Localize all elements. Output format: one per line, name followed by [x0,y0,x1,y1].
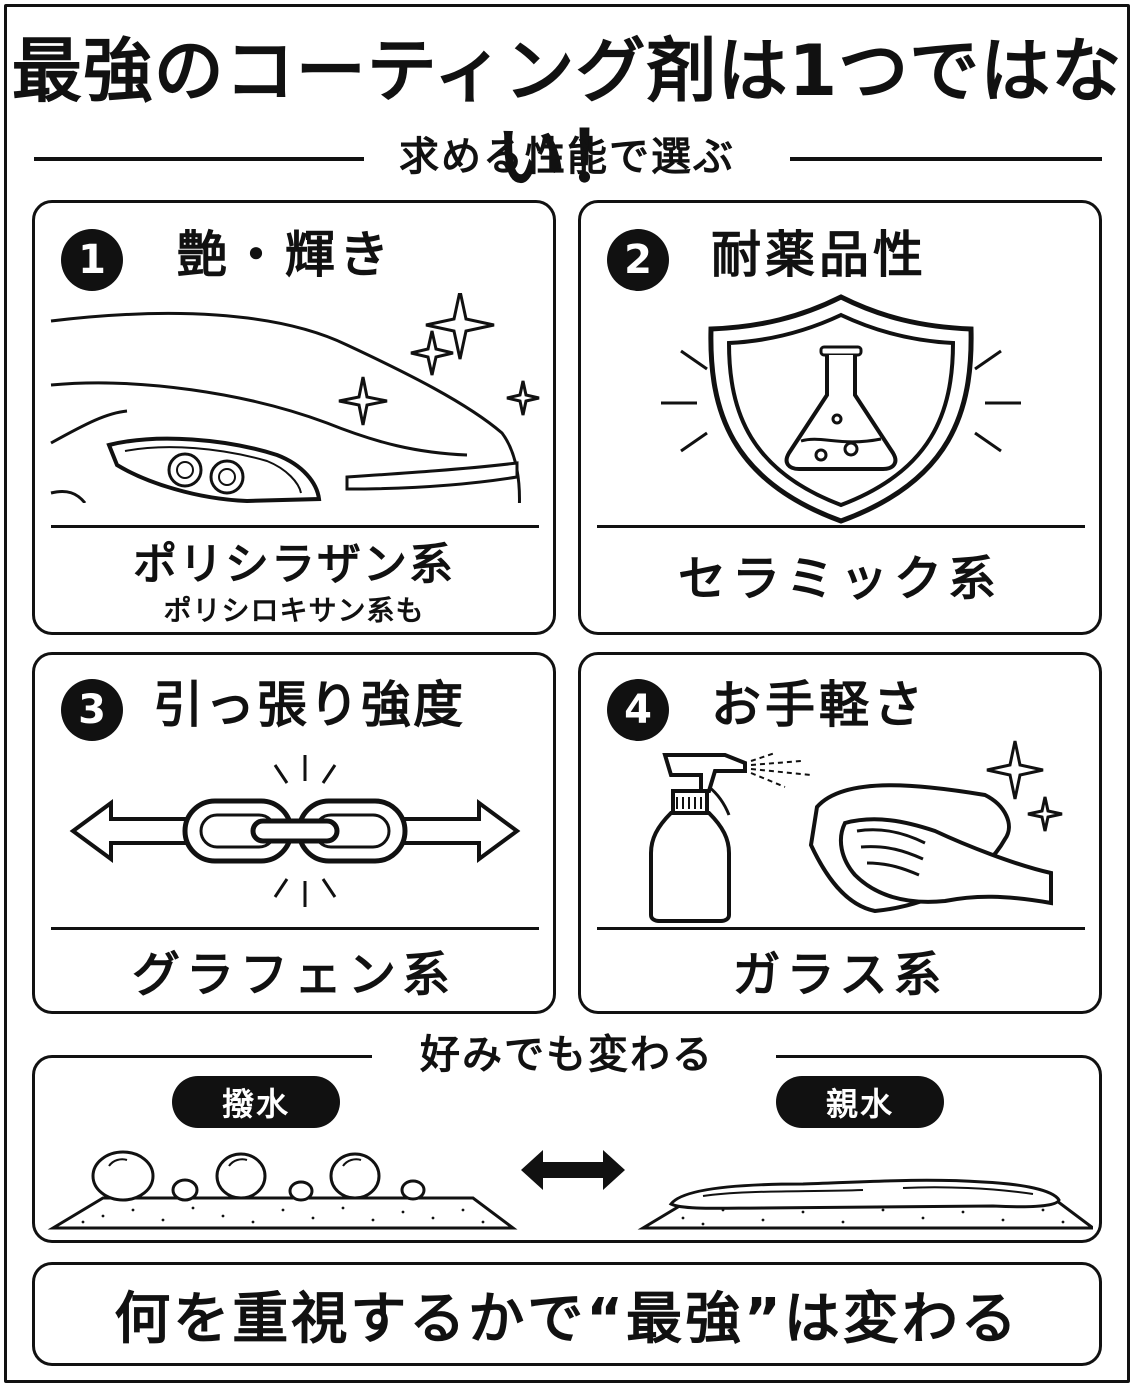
card-number-badge: 4 [607,679,669,741]
card-title: 艶・輝き [177,226,393,284]
card-divider [51,927,539,930]
card-label: ガラス系 [732,947,948,1003]
water-repellent-badge: 撥水 [172,1076,340,1128]
card-title: 耐薬品性 [711,226,927,284]
water-behavior-illustration [47,1150,1093,1230]
shield-flask-icon [661,294,1021,524]
preference-heading-mask [372,1050,776,1060]
conclusion-text: 何を重視するかで“最強”は変わる [114,1286,1020,1352]
page-title: 最強のコーティング剤は1つではない！ [11,30,1123,198]
card-gloss: 1 艶・輝き ポリシラザン系 ポリシロキサン系も [32,200,556,635]
spray-bottle-cloth-icon [649,740,1063,923]
card-label: ポリシラザン系 [133,539,455,590]
card-number-badge: 2 [607,229,669,291]
card-divider [597,927,1085,930]
outer-frame [4,4,1130,1383]
card-number-badge: 3 [61,679,123,741]
card-number-badge: 1 [61,229,123,291]
subtitle-rule-left [34,157,364,161]
card-chemical-resistance: 2 耐薬品性 セラミック系 [578,200,1102,635]
car-headlight-illustration [50,293,540,503]
subtitle-rule-right [790,157,1102,161]
card-divider [51,525,539,528]
conclusion-box: 何を重視するかで“最強”は変わる [32,1262,1102,1366]
preference-heading-text: 好みでも変わる [420,1032,714,1078]
hydrophilic-badge: 親水 [776,1076,944,1128]
card-title: 引っ張り強度 [153,676,465,734]
card-divider [597,525,1085,528]
card-label: セラミック系 [677,551,1002,607]
card-label: グラフェン系 [131,947,456,1003]
chain-arrows-icon [69,755,521,907]
card-tensile-strength: 3 引っ張り強度 グラフェン系 [32,652,556,1014]
card-sublabel: ポリシロキサン系も [163,594,425,627]
subtitle: 求める性能で選ぶ [399,134,735,180]
card-title: お手軽さ [711,676,927,734]
card-ease-of-use: 4 お手軽さ ガラス系 [578,652,1102,1014]
